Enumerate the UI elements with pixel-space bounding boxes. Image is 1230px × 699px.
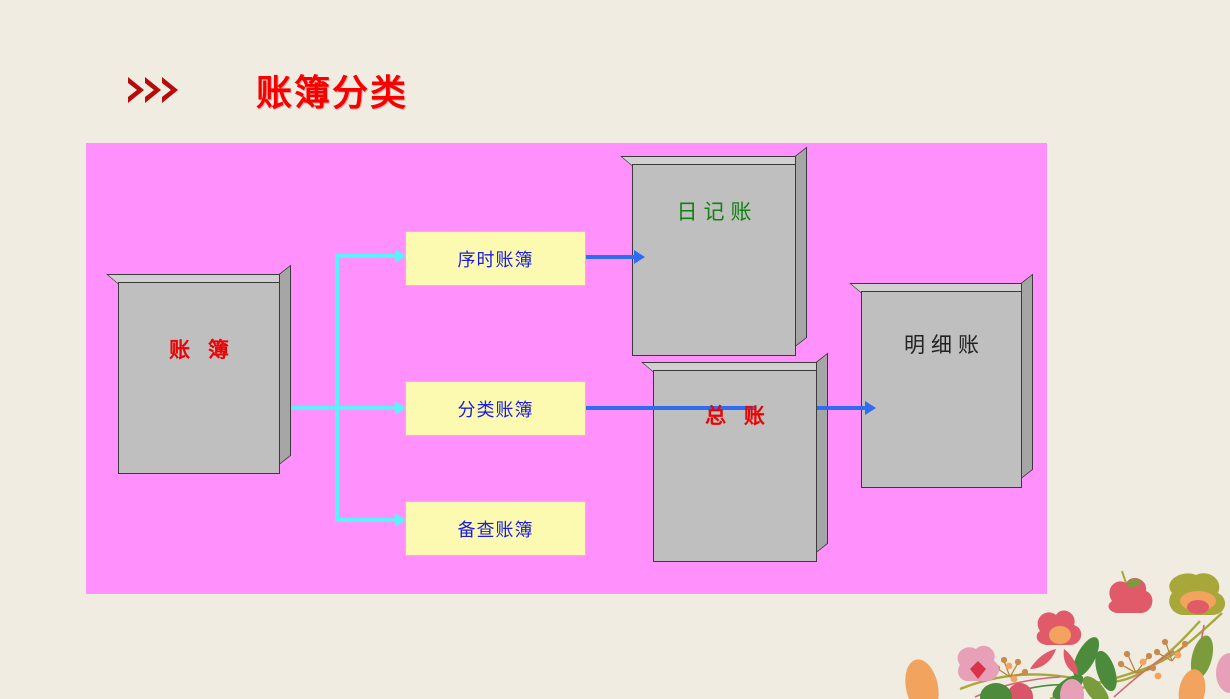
branch-connector-middle	[335, 406, 397, 410]
slide-header: 账簿分类	[128, 62, 408, 118]
node-category-memorandum[interactable]: 备查账簿	[405, 501, 586, 556]
diagram-panel: 账 簿 序时账簿 分类账簿 备查账簿 日记账 总 账	[86, 143, 1047, 594]
book-front-face	[653, 370, 817, 562]
node-result-general-ledger-label: 总 账	[705, 405, 771, 428]
book-front-face	[632, 164, 796, 356]
branch-arrow-icon	[395, 249, 406, 263]
book-spine	[279, 264, 291, 465]
node-category-classified[interactable]: 分类账簿	[405, 381, 586, 436]
book-spine	[795, 146, 807, 347]
branch-connector-top	[335, 254, 397, 258]
chevron-right-icon	[162, 77, 178, 103]
book-front-face	[118, 282, 280, 474]
arrow-right-icon	[865, 401, 876, 415]
branch-arrow-icon	[395, 401, 406, 415]
book-spine	[816, 352, 828, 553]
branch-connector-stem	[291, 406, 337, 410]
chevron-right-icon	[145, 77, 161, 103]
flow-connector-chronological-to-journal	[586, 255, 636, 259]
node-root-book-label: 账 簿	[169, 339, 235, 362]
chevron-right-icon	[128, 77, 144, 103]
node-result-general-ledger[interactable]: 总 账	[641, 352, 828, 562]
node-result-subsidiary-ledger-label: 明细账	[904, 334, 985, 357]
branch-arrow-icon	[395, 513, 406, 527]
book-spine	[1021, 273, 1033, 479]
flow-connector-general-to-subsidiary	[817, 406, 867, 410]
node-result-journal-label: 日记账	[676, 201, 758, 224]
book-front-face	[861, 291, 1022, 488]
arrow-right-icon	[634, 250, 645, 264]
node-category-chronological[interactable]: 序时账簿	[405, 231, 586, 286]
flow-connector-classified-to-general	[586, 406, 756, 410]
node-result-journal[interactable]: 日记账	[620, 146, 807, 356]
branch-connector-bottom	[335, 518, 397, 522]
node-root-book[interactable]: 账 簿	[106, 264, 292, 474]
branch-connector-trunk	[335, 254, 339, 522]
page-title: 账簿分类	[256, 72, 409, 113]
node-result-subsidiary-ledger[interactable]: 明细账	[849, 273, 1033, 488]
double-chevron-right-icon	[128, 77, 178, 103]
